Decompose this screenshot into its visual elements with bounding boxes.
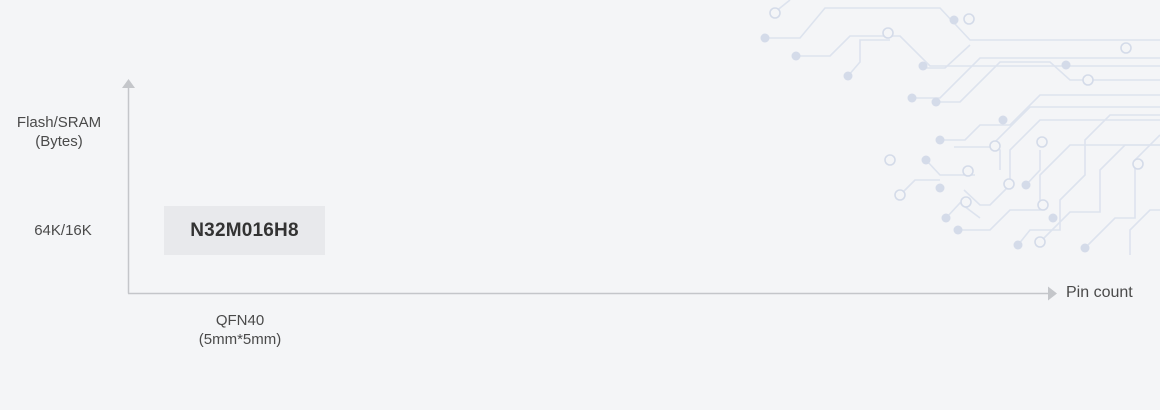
y-axis-label-line1: Flash/SRAM	[16, 114, 102, 131]
x-axis-arrow	[1048, 286, 1057, 301]
chip-n32m016h8[interactable]: N32M016H8	[164, 206, 325, 255]
circuit-decoration	[760, 0, 1160, 255]
y-axis-tick-memory: 64K/16K	[34, 222, 92, 239]
x-axis-tick-package: QFN40 (5mm*5mm)	[180, 311, 300, 349]
y-axis-label: Flash/SRAM (Bytes)	[0, 113, 118, 151]
y-axis-arrow	[122, 79, 135, 88]
x-axis-label: Pin count	[1066, 284, 1133, 301]
x-axis-tick-line1: QFN40	[215, 312, 265, 329]
y-axis-label-line2: (Bytes)	[35, 133, 83, 150]
x-axis-tick-line2: (5mm*5mm)	[198, 331, 282, 348]
